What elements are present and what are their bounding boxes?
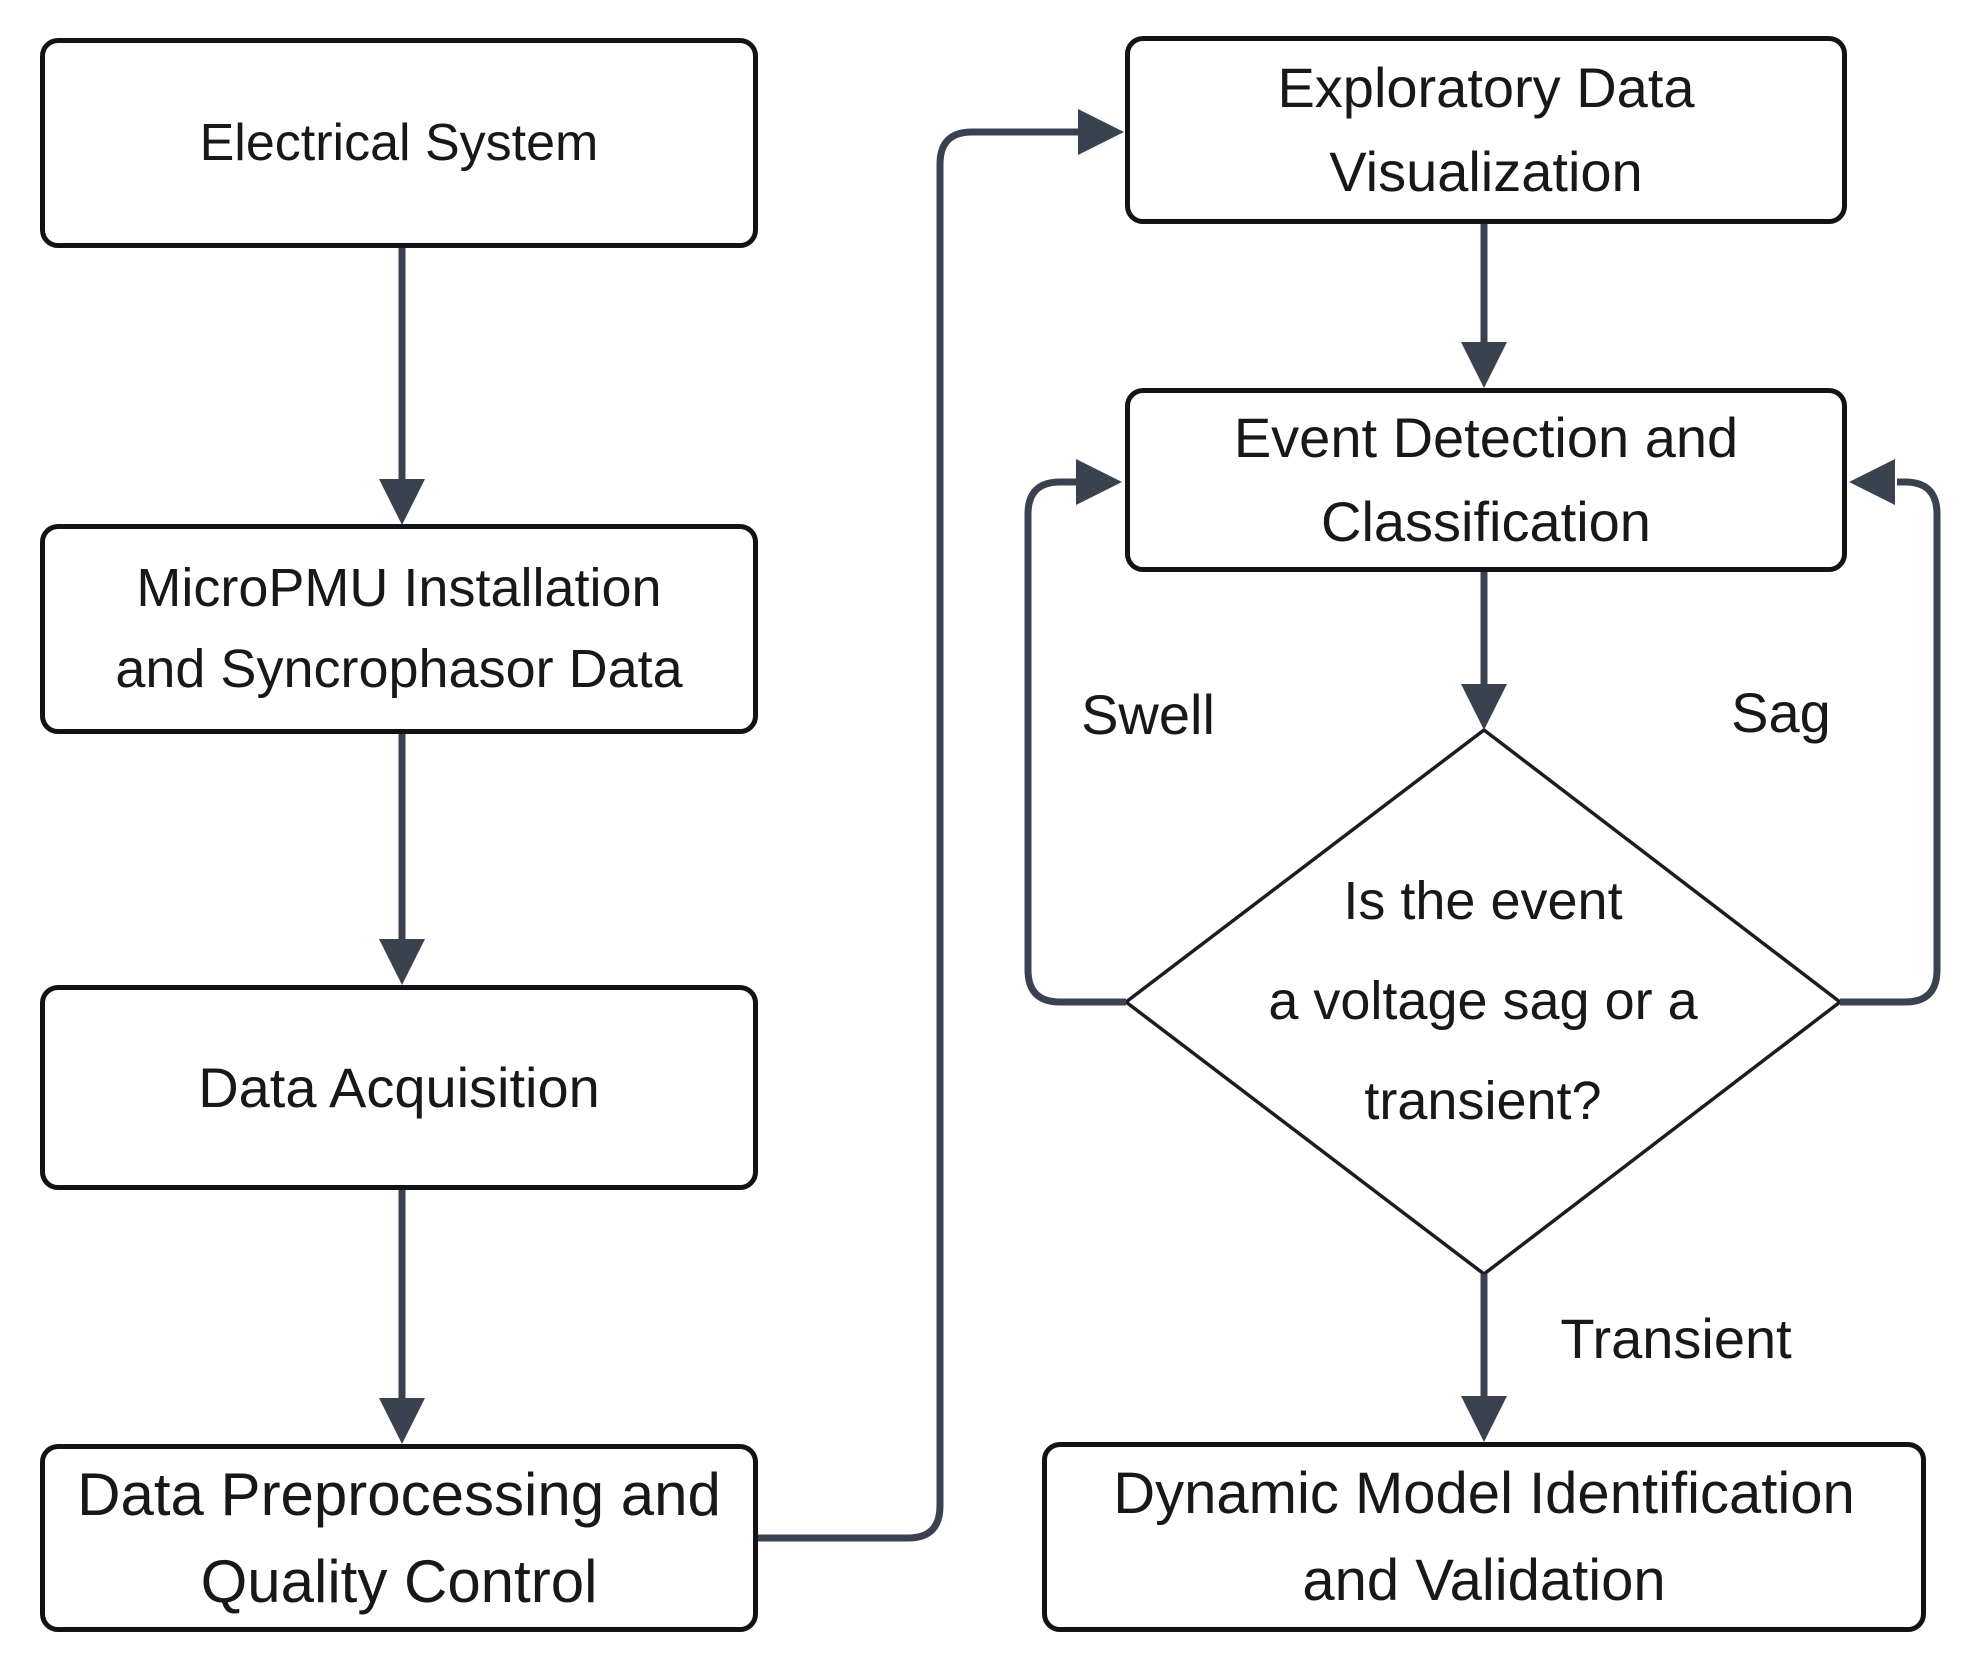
flow-node-micropmu-installation: MicroPMU Installation and Syncrophasor D…: [40, 524, 758, 734]
arrowhead-electrical-to-micropmu: [379, 479, 425, 525]
flow-node-exploratory-visualization: Exploratory Data Visualization: [1125, 36, 1847, 224]
arrowhead-eventdetection-to-decision: [1461, 684, 1507, 730]
flow-node-event-detection: Event Detection and Classification: [1125, 388, 1847, 572]
arrowhead-acquisition-to-preprocessing: [379, 1398, 425, 1444]
flow-node-dynamic-model: Dynamic Model Identification and Validat…: [1042, 1442, 1926, 1632]
arrowhead-preprocessing-to-exploratory: [1078, 109, 1124, 155]
loop-swell-decision-to-eventdetection: [1024, 478, 1126, 1006]
flow-node-electrical-system: Electrical System: [40, 38, 758, 248]
edge-label-sag: Sag: [1731, 681, 1831, 744]
edge-label-swell: Swell: [1081, 683, 1215, 746]
flow-node-data-acquisition: Data Acquisition: [40, 985, 758, 1190]
arrowhead-exploratory-to-eventdetection: [1461, 342, 1507, 388]
decision-diamond-label: Is the event a voltage sag or a transien…: [1268, 871, 1698, 1131]
arrowhead-decision-to-dynamicmodel: [1461, 1396, 1507, 1442]
loop-sag-decision-to-eventdetection: [1840, 478, 1941, 1006]
arrowhead-micropmu-to-acquisition: [379, 939, 425, 985]
arrowhead-sag-loop: [1849, 459, 1895, 505]
edge-label-transient: Transient: [1560, 1307, 1792, 1370]
connector-preprocessing-to-exploratory: [758, 128, 1080, 1542]
flow-node-data-preprocessing: Data Preprocessing and Quality Control: [40, 1444, 758, 1632]
arrowhead-swell-loop: [1076, 459, 1122, 505]
